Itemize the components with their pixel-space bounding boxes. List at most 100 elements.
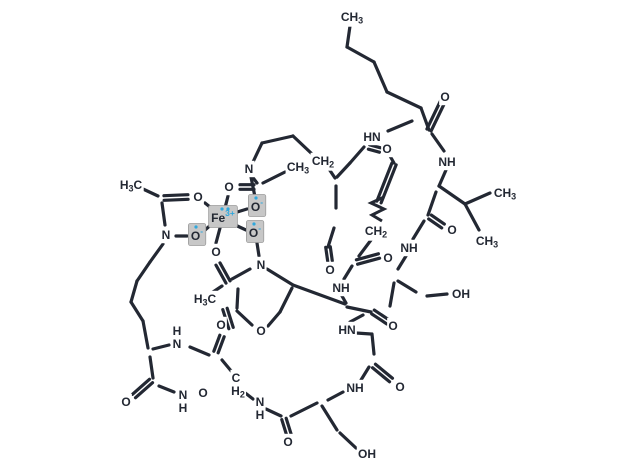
atom-label: CH3 [474,232,500,251]
bond [370,312,389,326]
bond [348,313,365,324]
svg-text:O-: O- [249,223,261,240]
svg-text:CH2: CH2 [365,224,387,240]
bond [218,261,232,283]
bond [162,197,190,202]
bond [385,90,423,110]
atom-label-mask [285,158,311,177]
atom-label: H [171,322,183,340]
bond-layer [129,24,492,450]
atom-label-mask [382,249,394,267]
atom-label: O [192,188,204,206]
atom-label-mask [399,239,419,257]
atom-label: O [381,140,393,158]
bond [135,260,152,283]
atom-label: O [387,317,399,335]
atom-label: O [215,316,227,334]
atom-label: N [160,226,172,244]
bond [212,333,222,353]
bond [328,245,334,263]
atom-label: N [255,256,267,274]
bond [284,416,293,436]
bond [368,143,383,150]
svg-text:N: N [179,388,188,402]
svg-text:H: H [256,408,265,422]
atom-label: N [171,335,183,353]
svg-text:O: O [395,380,404,394]
svg-text:H3C: H3C [120,178,143,194]
bond [266,310,282,328]
atom-label-mask [439,88,451,106]
svg-text:C: C [232,371,241,385]
atom-label: N [243,160,255,178]
bond [411,219,426,241]
atom-label: O [446,221,458,239]
bond [157,384,176,394]
charge-dot [226,207,230,211]
atom-label-mask [223,178,235,196]
bond [425,98,443,131]
atom-label-mask [331,279,351,297]
svg-text:NH: NH [438,155,455,169]
svg-text:HN: HN [338,323,355,337]
bond [348,145,366,165]
bond [141,319,150,350]
atom-label: HN [337,321,357,339]
bond [251,141,264,164]
bond [264,407,283,418]
bond [235,287,240,310]
svg-text:NH: NH [346,381,363,395]
bond [338,431,358,450]
atom-label: H2 [229,382,247,401]
atom-label-mask [160,226,172,244]
atom-label-mask [177,386,189,404]
atom-label: OH [356,445,378,463]
bond [326,226,336,249]
bond [261,170,287,185]
atom-label-mask [243,160,255,178]
atom-label-mask [171,322,183,340]
bond [437,168,448,188]
svg-text:O: O [256,324,265,338]
svg-text:N: N [256,395,265,409]
atom-label: O [382,249,394,267]
atom-label: NH [437,153,457,171]
charge-dot [252,222,256,226]
svg-text:H: H [179,401,188,415]
svg-text:CH2: CH2 [312,154,334,170]
atom-label: O [324,261,336,279]
atom-highlight-box [188,223,207,246]
atom-label-mask [192,290,218,309]
atom-label-mask [197,384,209,402]
svg-text:H: H [173,324,182,338]
atom-label: OH [450,285,472,303]
atom-label: O [439,88,451,106]
bond [375,161,394,203]
svg-text:CH3: CH3 [494,186,516,202]
bond [214,226,222,245]
svg-text:N: N [162,228,171,242]
atom-label: CH3 [492,184,518,203]
svg-text:CH3: CH3 [287,160,309,176]
atom-label-mask [337,321,357,339]
bond [235,309,254,327]
bond [278,286,294,314]
bond [320,404,339,432]
svg-text:O: O [211,245,220,259]
atom-highlight-box [246,220,265,243]
bond [396,254,408,271]
bond [342,264,354,281]
svg-text:O: O [193,190,202,204]
atom-label: NH [399,239,419,257]
charge-dot [220,207,224,211]
atom-label-mask [387,317,399,335]
bond [151,343,171,351]
bond [188,345,211,357]
bond [255,241,261,258]
atom-label: H3C [118,176,144,195]
atom-label-mask [345,379,365,397]
svg-text:O: O [224,180,233,194]
svg-text:O: O [382,142,391,156]
svg-text:O: O [440,90,449,104]
